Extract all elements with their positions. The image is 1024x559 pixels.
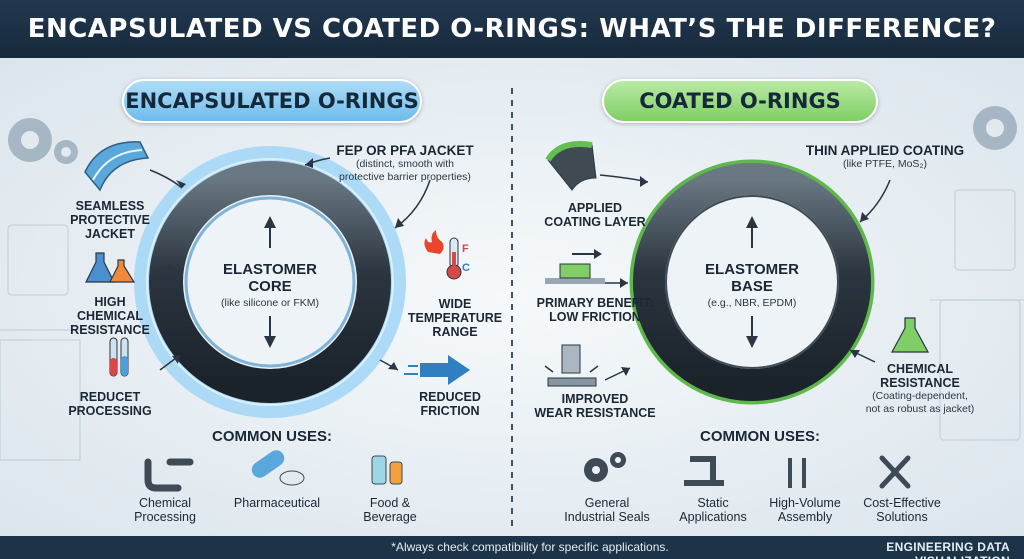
feature-low-friction: PRIMARY BENEFIT: LOW FRICTION <box>525 296 665 324</box>
use-line: Food & <box>369 496 411 510</box>
test-tubes-icon <box>109 337 129 377</box>
pipe-icon <box>144 458 194 492</box>
core-title-line1: ELASTOMER <box>223 261 317 278</box>
chem-note-line2: not as robust as jacket) <box>865 402 975 415</box>
use-chemical-processing: Chemical Processing <box>120 496 210 524</box>
coated-o-ring-diagram <box>629 159 875 405</box>
use-line: Static <box>697 496 729 510</box>
feature-line: WIDE <box>438 297 472 311</box>
feature-wide-temperature: WIDE TEMPERATURE RANGE <box>400 297 510 339</box>
tools-icon <box>788 458 806 488</box>
feature-line: RESISTANCE <box>880 376 960 390</box>
use-line: Industrial Seals <box>564 510 650 524</box>
feature-line: JACKET <box>84 227 135 241</box>
core-subtitle: (like silicone or FKM) <box>220 297 320 309</box>
page-title: ENCAPSULATED VS COATED O-RINGS: WHAT’S T… <box>27 14 997 44</box>
use-line: High-Volume <box>769 496 841 510</box>
gear-icon <box>973 106 1017 150</box>
wrench-screwdriver-icon <box>879 455 911 489</box>
feature-applied-coating: APPLIED COATING LAYER <box>535 201 655 229</box>
feature-line: RANGE <box>432 325 478 339</box>
footer-bar <box>0 536 1024 559</box>
feature-line: COATING LAYER <box>544 215 646 229</box>
feature-wear-resistance: IMPROVED WEAR RESISTANCE <box>525 392 665 420</box>
left-uses-title: COMMON USES: <box>212 428 332 445</box>
use-high-volume-assembly: High-Volume Assembly <box>760 496 850 524</box>
core-label: ELASTOMER CORE (like silicone or FKM) <box>200 261 340 309</box>
feature-line: WEAR RESISTANCE <box>534 406 656 420</box>
thermometer-icon <box>424 230 462 280</box>
coating-callout: THIN APPLIED COATING (like PTFE, MoS₂) <box>800 144 970 171</box>
base-label: ELASTOMER BASE (e.g., NBR, EPDM) <box>682 261 822 309</box>
jacket-callout: FEP OR PFA JACKET (distinct, smooth with… <box>300 144 510 183</box>
jacket-title: FEP OR PFA JACKET <box>336 143 474 158</box>
use-food-beverage: Food & Beverage <box>350 496 430 524</box>
feature-line: PROTECTIVE <box>70 213 150 227</box>
feature-line: SEAMLESS <box>75 199 145 213</box>
chem-note-line1: (Coating-dependent, <box>872 390 968 402</box>
feature-line: APPLIED <box>567 201 623 215</box>
use-line: Processing <box>134 510 196 524</box>
footnote: *Always check compatibility for specific… <box>391 540 669 554</box>
gear-icon <box>8 118 78 164</box>
right-uses-title: COMMON USES: <box>700 428 820 445</box>
chemical-flasks-icon <box>85 252 136 283</box>
encapsulated-section-title: ENCAPSULATED O-RINGS <box>122 79 422 123</box>
encapsulated-o-ring-diagram <box>134 146 406 418</box>
feature-line: LOW FRICTION <box>549 310 641 324</box>
use-line: Assembly <box>777 510 833 524</box>
bottles-icon <box>371 455 403 485</box>
brand-label: ENGINEERING DATA VISUALIZATION <box>886 540 1010 559</box>
jacket-desc-line2: protective barrier properties) <box>339 170 471 183</box>
core-title-line2: CORE <box>248 278 292 295</box>
use-cost-effective: Cost-Effective Solutions <box>852 496 952 524</box>
feature-chemical-resistance: HIGH CHEMICAL RESISTANCE <box>55 295 165 337</box>
low-friction-block-icon <box>545 249 605 284</box>
background-illustration <box>0 58 1024 536</box>
chemical-flask-icon <box>890 317 930 353</box>
speed-arrow-icon <box>404 355 470 385</box>
use-general-industrial: General Industrial Seals <box>552 496 662 524</box>
use-line: Beverage <box>363 510 417 524</box>
feature-line: REDUCET <box>79 390 141 404</box>
use-static-applications: Static Applications <box>668 496 758 524</box>
gears-icon <box>584 452 626 482</box>
coating-desc: (like PTFE, MoS₂) <box>843 158 927 170</box>
feature-line: PROCESSING <box>68 404 152 418</box>
feature-line: CHEMICAL <box>887 362 953 376</box>
feature-line: RESISTANCE <box>70 323 150 337</box>
feature-line: HIGH <box>94 295 126 309</box>
celsius-mark: C <box>462 262 470 274</box>
use-line: Pharmaceutical <box>233 496 321 510</box>
feature-reduced-friction: REDUCED FRICTION <box>395 390 505 418</box>
coated-section-title: COATED O-RINGS <box>602 79 878 123</box>
feature-seamless-jacket: SEAMLESS PROTECTIVE JACKET <box>60 199 160 241</box>
sewing-machine-icon <box>684 456 724 486</box>
base-subtitle: (e.g., NBR, EPDM) <box>707 297 797 309</box>
jacket-desc-line1: (distinct, smooth with <box>355 158 455 170</box>
coating-title: THIN APPLIED COATING <box>805 143 965 158</box>
feature-line: PRIMARY BENEFIT: <box>536 296 654 310</box>
pill-capsule-icon <box>251 450 305 486</box>
use-line: Applications <box>679 510 747 524</box>
coating-layer-icon <box>545 141 597 191</box>
feature-line: IMPROVED <box>561 392 629 406</box>
header-bar: ENCAPSULATED VS COATED O-RINGS: WHAT’S T… <box>0 0 1024 58</box>
use-pharmaceutical: Pharmaceutical <box>222 496 332 510</box>
feature-line: CHEMICAL <box>77 309 143 323</box>
wear-press-icon <box>544 344 599 387</box>
feature-line: REDUCED <box>419 390 481 404</box>
use-line: Solutions <box>876 510 928 524</box>
base-title-line2: BASE <box>731 278 773 295</box>
feature-reduced-processing: REDUCET PROCESSING <box>55 390 165 418</box>
jacket-cross-section-icon <box>84 141 150 192</box>
feature-line: FRICTION <box>420 404 480 418</box>
use-line: Cost-Effective <box>863 496 941 510</box>
feature-chemical-resistance-coated: CHEMICAL RESISTANCE (Coating-dependent, … <box>845 362 995 415</box>
fahrenheit-mark: F <box>462 243 469 255</box>
use-line: Chemical <box>138 496 192 510</box>
feature-line: TEMPERATURE <box>407 311 503 325</box>
use-line: General <box>584 496 630 510</box>
base-title-line1: ELASTOMER <box>705 261 799 278</box>
